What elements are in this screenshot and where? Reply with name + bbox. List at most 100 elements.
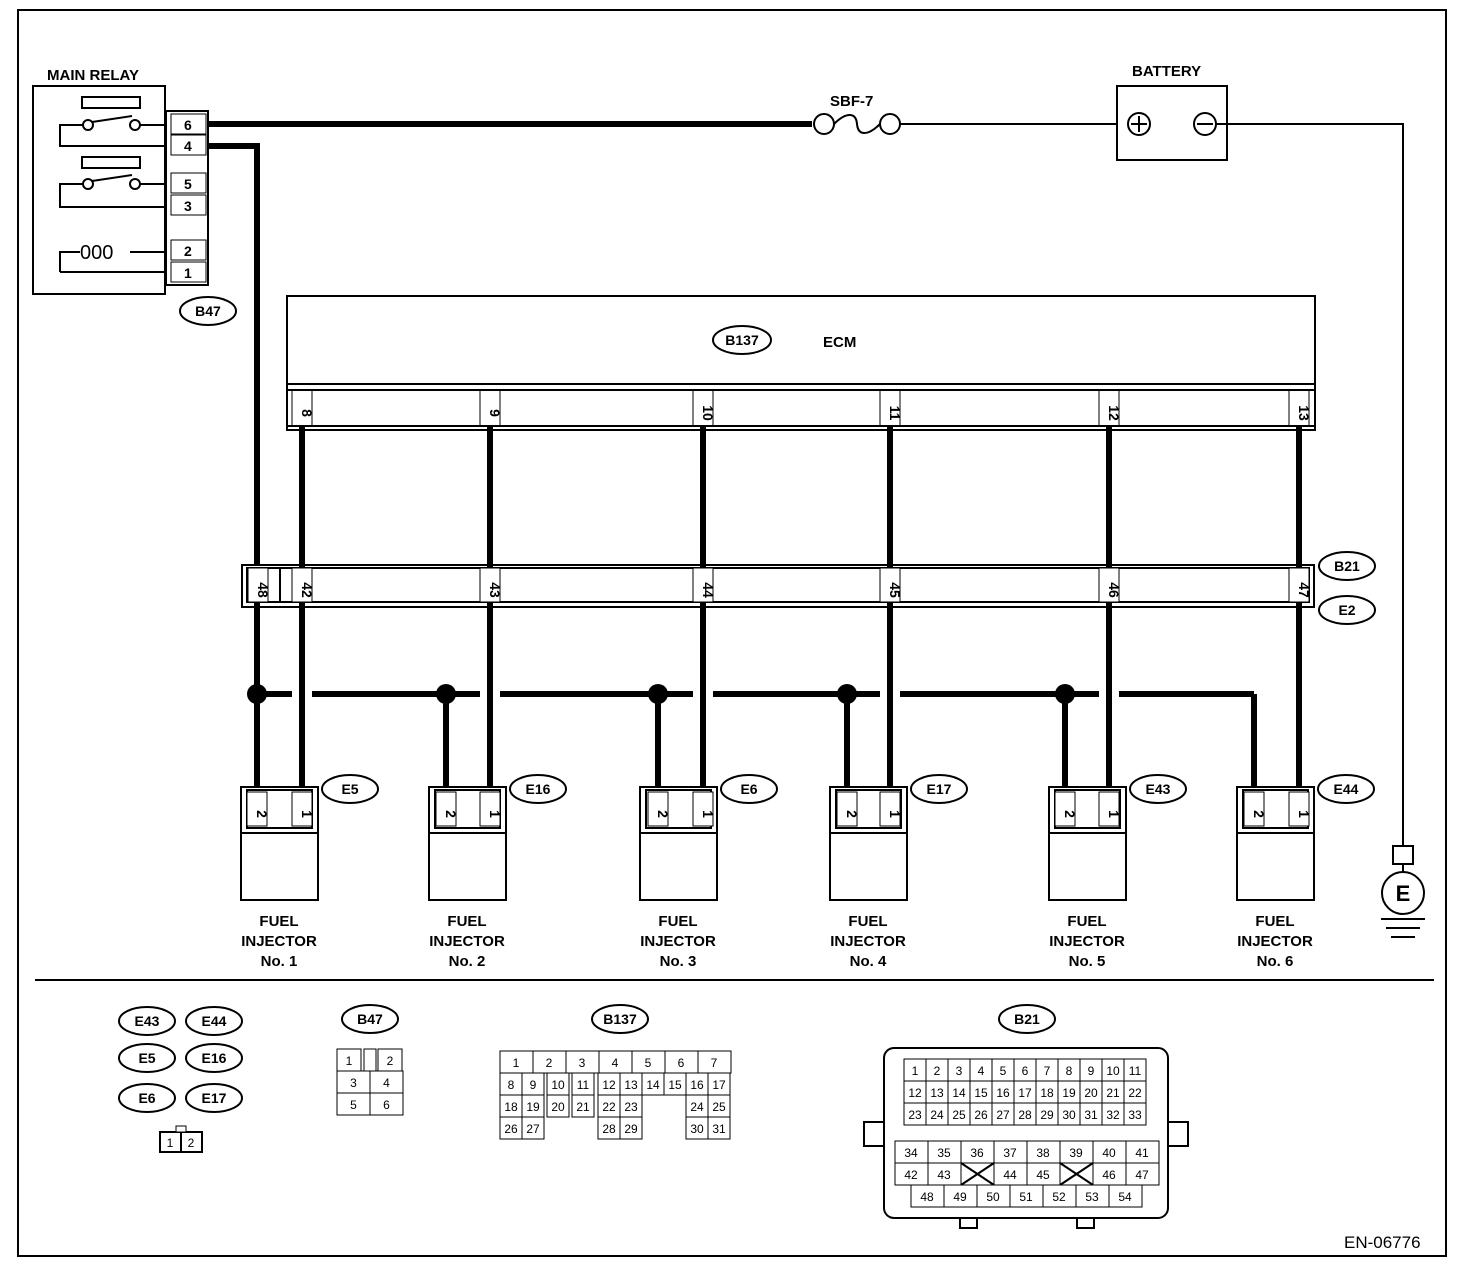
injector-pin-2: 2 (655, 810, 671, 818)
injector-label-line: INJECTOR (1237, 933, 1313, 950)
main-relay: MAIN RELAY 000 6 4 5 3 2 1 B (32, 67, 237, 326)
legend-connector-b47-label: B47 (357, 1011, 383, 1027)
legend-b137-pin: 20 (551, 1100, 565, 1114)
injector-pin-1: 1 (887, 810, 903, 818)
relay-pin-3: 3 (184, 198, 192, 214)
legend-b137-pin: 21 (576, 1100, 590, 1114)
connector-b137-oval (712, 325, 772, 355)
legend-b21-pin: 13 (930, 1086, 944, 1100)
injector-label-line: FUEL (259, 913, 298, 930)
legend-connector-e5-label: E5 (138, 1050, 155, 1066)
legend-b21-pin: 14 (952, 1086, 966, 1100)
legend-b137-pin: 12 (602, 1078, 616, 1092)
joint-pin-45: 45 (887, 582, 903, 598)
injector-label-line: INJECTOR (640, 933, 716, 950)
connector-e2-label: E2 (1338, 602, 1355, 618)
diagram-frame (17, 9, 1447, 1257)
legend-connector-e16-oval (185, 1043, 243, 1073)
legend-b137-pin: 30 (690, 1122, 704, 1136)
legend-b137-pin: 29 (624, 1122, 638, 1136)
legend-connector-e43-oval (118, 1006, 176, 1036)
injector-label-line: No. 2 (449, 953, 486, 970)
ecm-pin-13: 13 (1296, 405, 1312, 421)
legend-b137-pin: 23 (624, 1100, 638, 1114)
legend-connector-b21-oval (998, 1004, 1056, 1034)
connector-b47-oval (179, 296, 237, 326)
legend-connector-e17-oval (185, 1083, 243, 1113)
legend-b137-pin: 8 (508, 1078, 515, 1092)
injector-wiring (247, 426, 1302, 790)
legend-b21-pin: 50 (986, 1190, 1000, 1204)
legend-b21-pin: 36 (970, 1146, 984, 1160)
injector-label-line: FUEL (848, 913, 887, 930)
relay-pin-2: 2 (184, 243, 192, 259)
legend-b21-pin: 43 (937, 1168, 951, 1182)
relay-pin-4: 4 (184, 138, 192, 154)
injector-label-line: No. 5 (1069, 953, 1106, 970)
legend-b137-pin: 16 (690, 1078, 704, 1092)
fuse-sbf7: SBF-7 (813, 93, 901, 135)
legend-b21-pin: 25 (952, 1108, 966, 1122)
injector-pin-2: 2 (443, 810, 459, 818)
injector-label-line: INJECTOR (241, 933, 317, 950)
ecm-body (286, 295, 1316, 431)
injector-label-line: FUEL (658, 913, 697, 930)
injector-label-line: INJECTOR (429, 933, 505, 950)
legend-b21-pin: 38 (1036, 1146, 1050, 1160)
injector-connector-label: E17 (927, 781, 952, 797)
ecm-pin-cell (479, 389, 501, 427)
ecm-pin-cell (291, 389, 313, 427)
legend-b137-pin: 11 (577, 1078, 590, 1092)
relay-pin-6: 6 (184, 117, 192, 133)
legend-injector-pin-1: 1 (167, 1136, 174, 1150)
legend-b137-pin: 10 (551, 1078, 565, 1092)
legend-b21-pin: 22 (1128, 1086, 1142, 1100)
figure-code: EN-06776 (1344, 1233, 1421, 1252)
legend-b21-pin: 7 (1044, 1064, 1051, 1078)
legend-b47-pin: 4 (383, 1076, 390, 1090)
legend-b21-pin: 21 (1106, 1086, 1120, 1100)
legend-connector-e6-oval (118, 1083, 176, 1113)
legend-b21-pin: 2 (934, 1064, 941, 1078)
legend-b137-pin: 18 (504, 1100, 518, 1114)
legend-b21-pin: 3 (956, 1064, 963, 1078)
ground-symbol: E (1396, 881, 1411, 906)
legend-b21-pin: 16 (996, 1086, 1010, 1100)
legend-b21-pin: 24 (930, 1108, 944, 1122)
connector-e2-oval (1318, 595, 1376, 625)
legend-b137-pin: 7 (711, 1056, 718, 1070)
relay-switch-2-bar (81, 156, 141, 169)
injector-connector-label: E44 (1334, 781, 1359, 797)
legend-b21-pin: 18 (1040, 1086, 1054, 1100)
legend-b21-pin: 35 (937, 1146, 951, 1160)
main-relay-title: MAIN RELAY (47, 67, 139, 84)
ground-icon (1381, 871, 1425, 915)
splice-dot (1055, 684, 1075, 704)
legend-connector-e6-label: E6 (138, 1090, 155, 1106)
legend-b21-pin: 1 (912, 1064, 919, 1078)
splice-dot (436, 684, 456, 704)
legend-connector-b21-label: B21 (1014, 1011, 1040, 1027)
injector-connector-oval (910, 774, 968, 804)
injector-pin-2: 2 (1251, 810, 1267, 818)
injector-connector-label: E16 (526, 781, 551, 797)
legend-connector-e5-oval (118, 1043, 176, 1073)
legend-b137-pin: 4 (612, 1056, 619, 1070)
ecm-pin-11: 11 (887, 406, 903, 421)
injector-pin-2: 2 (1062, 810, 1078, 818)
legend-b137-pin: 9 (530, 1078, 537, 1092)
legend-b21-pin: 23 (908, 1108, 922, 1122)
relay-switch-1-bar (81, 96, 141, 109)
legend-b21-pin: 51 (1019, 1190, 1033, 1204)
legend-b47-pin: 1 (346, 1054, 353, 1068)
legend-b137-pin: 19 (526, 1100, 540, 1114)
injector-pin-1: 1 (700, 810, 716, 818)
legend-b21-pin: 48 (920, 1190, 934, 1204)
legend-connector-e16-label: E16 (202, 1050, 227, 1066)
